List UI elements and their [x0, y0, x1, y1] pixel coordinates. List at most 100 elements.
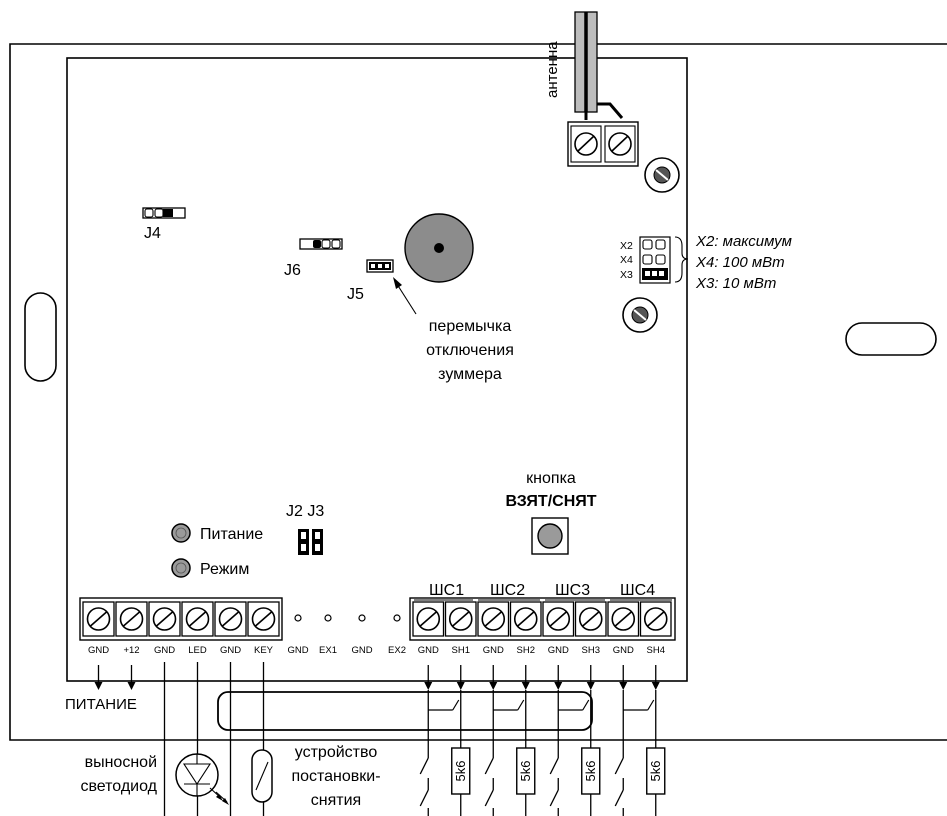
loop-sensor-switch-a-3: [614, 757, 624, 775]
jumper-j6-label: J6: [284, 262, 301, 279]
resistor-label-1: 5k6: [518, 761, 533, 782]
loop-sh-arrow-0-head: [456, 682, 465, 690]
resistor-0: [451, 747, 471, 795]
loop-sensor-switch-b-1: [484, 789, 494, 807]
terminal-plus12-1: [115, 601, 148, 637]
loop-gnd-arrow-3-head: [619, 682, 628, 690]
loop-terminal-label-2: GND: [483, 645, 504, 656]
right-mounting-slot: [845, 322, 937, 356]
arming-device-label-1: устройство: [295, 744, 378, 761]
button-label-2: ВЗЯТ/СНЯТ: [505, 493, 596, 510]
loop-terminal-label-1: SH1: [452, 645, 470, 656]
loop-switch-0: [452, 699, 460, 711]
remote-led-label-2: светодиод: [80, 778, 157, 795]
loop-terminal-label-4: GND: [548, 645, 569, 656]
power-led: [171, 523, 191, 543]
pad-label-1: EX1: [319, 645, 337, 656]
loop-switch-2: [582, 699, 590, 711]
loop-sensor-switch-b-0: [419, 789, 429, 807]
loop-terminal-2: [477, 601, 510, 637]
terminal-gnd-0: [82, 601, 115, 637]
loop-sensor-switch-b-2: [549, 789, 559, 807]
loop-gnd-arrow-2-head: [554, 682, 563, 690]
resistor-2: [581, 747, 601, 795]
arm-disarm-button: [531, 517, 569, 555]
buzzer-jumper-label-2: отключения: [426, 342, 514, 359]
buzzer: [404, 213, 474, 283]
pad-2: [358, 614, 366, 622]
loop-terminal-7: [639, 601, 672, 637]
loop-label-3: ШС3: [555, 582, 590, 599]
resistor-3: [646, 747, 666, 795]
loop-switch-3: [647, 699, 655, 711]
loop-terminal-block: GND SH1 GND SH2 GND SH3 GND SH4: [409, 597, 676, 656]
terminal-gnd-4: [214, 601, 247, 637]
pad-label-0: GND: [287, 645, 308, 656]
loop-switch-1: [517, 699, 525, 711]
jumper-j4: [142, 207, 186, 219]
terminal-label-2: GND: [154, 645, 175, 656]
terminal-gnd-2: [148, 601, 181, 637]
loop-label-4: ШС4: [620, 582, 655, 599]
terminal-label-0: GND: [88, 645, 109, 656]
antenna-cable: [574, 11, 624, 120]
resistor-label-0: 5k6: [453, 761, 468, 782]
loop-terminal-label-0: GND: [418, 645, 439, 656]
mounting-screw-middle: [622, 297, 658, 333]
resistor-label-2: 5k6: [583, 761, 598, 782]
resistor-1: [516, 747, 536, 795]
jumpers-j2-j3: [298, 529, 323, 555]
loop-gnd-arrow-0-head: [424, 682, 433, 690]
power-selector-jumpers: [639, 236, 671, 284]
loop-terminal-4: [542, 601, 575, 637]
loop-terminal-6: [607, 601, 640, 637]
jumper-j6: [299, 238, 343, 250]
buzzer-jumper-label-1: перемычка: [429, 318, 512, 335]
remote-led-symbol: [175, 753, 229, 805]
jumper-j4-label: J4: [144, 225, 161, 242]
jumper-j5: [366, 259, 394, 273]
left-mounting-slot: [24, 292, 57, 382]
pad-label-3: EX2: [388, 645, 406, 656]
arming-device-label-3: снятия: [311, 792, 361, 809]
power-12v-arrow-head: [127, 682, 136, 690]
arming-device-label-2: постановки-: [291, 768, 380, 785]
loop-terminal-label-6: GND: [613, 645, 634, 656]
pad-1: [324, 614, 332, 622]
power-gnd-arrow-head: [94, 682, 103, 690]
loop-sh-arrow-3-head: [651, 682, 660, 690]
enclosure-outline: [9, 43, 947, 741]
pcb-board: [66, 57, 688, 682]
resistor-label-3: 5k6: [648, 761, 663, 782]
terminal-label-5: KEY: [254, 645, 274, 656]
loop-sensor-switch-b-3: [614, 789, 624, 807]
mode-led-label: Режим: [200, 561, 249, 578]
loop-sensor-switch-a-2: [549, 757, 559, 775]
terminal-label-3: LED: [188, 645, 207, 656]
power-section-label: ПИТАНИЕ: [65, 696, 137, 713]
loop-terminal-label-5: SH3: [582, 645, 600, 656]
jumper-j5-label: J5: [347, 286, 364, 303]
terminal-label-4: GND: [220, 645, 241, 656]
loop-terminal-label-3: SH2: [517, 645, 535, 656]
loop-sensor-switch-a-0: [419, 757, 429, 775]
selector-pin-x4: X4: [620, 254, 633, 266]
mounting-screw-top: [644, 157, 680, 193]
buzzer-jumper-arrowhead: [393, 277, 402, 289]
end-of-line-resistors: 5k6 5k6 5k6 5k6: [451, 747, 666, 795]
pad-0: [294, 614, 302, 622]
selector-pin-x3: X3: [620, 269, 633, 281]
mode-led: [171, 558, 191, 578]
loop-terminal-label-7: SH4: [647, 645, 665, 656]
selector-label-x2: X2: максимум: [695, 233, 792, 250]
loop-terminal-1: [444, 601, 477, 637]
selector-label-x3: X3: 10 мВт: [695, 275, 776, 292]
loop-sensor-switch-a-1: [484, 757, 494, 775]
antenna-label: антенна: [544, 41, 561, 98]
pad-3: [393, 614, 401, 622]
jumpers-j2-j3-label: J2 J3: [286, 503, 324, 520]
power-led-label: Питание: [200, 526, 263, 543]
loop-sh-arrow-1-head: [521, 682, 530, 690]
